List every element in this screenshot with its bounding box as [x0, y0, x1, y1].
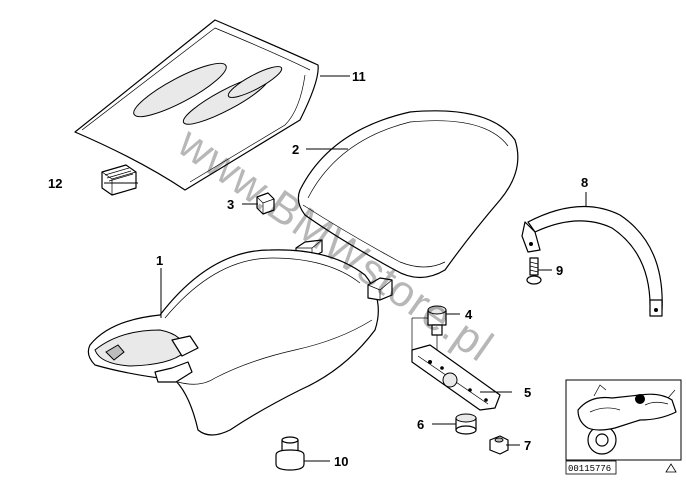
location-dot [635, 394, 645, 404]
callout-11: 11 [352, 69, 366, 84]
callout-12: 12 [48, 176, 62, 191]
callout-8: 8 [581, 175, 588, 190]
callout-2: 2 [292, 142, 299, 157]
callout-10: 10 [334, 454, 348, 469]
part-5-plate[interactable] [411, 344, 501, 411]
reference-box: 00115776 [565, 460, 617, 475]
part-7-nut[interactable] [489, 435, 509, 455]
part-4-buffer[interactable] [427, 305, 447, 350]
callout-3: 3 [227, 197, 234, 212]
part-3-clip[interactable] [256, 192, 275, 215]
triangle-icon [665, 463, 677, 473]
part-11-seat-cover[interactable] [74, 19, 319, 191]
reference-number: 00115776 [568, 464, 611, 474]
callout-5: 5 [524, 385, 531, 400]
callout-1: 1 [156, 253, 163, 268]
part-1-rider-seat[interactable] [87, 249, 393, 436]
part-8-bracket[interactable] [521, 205, 663, 317]
callout-4: 4 [465, 307, 473, 322]
callout-6: 6 [417, 417, 424, 432]
part-9-screw[interactable] [526, 257, 542, 285]
leader-lines [104, 75, 587, 462]
motorcycle-thumbnail [565, 379, 682, 461]
callout-7: 7 [524, 438, 531, 453]
part-6-grommet[interactable] [455, 413, 477, 435]
part-12-block[interactable] [101, 164, 137, 196]
part-10-foot[interactable] [275, 436, 305, 471]
callout-9: 9 [556, 263, 563, 278]
